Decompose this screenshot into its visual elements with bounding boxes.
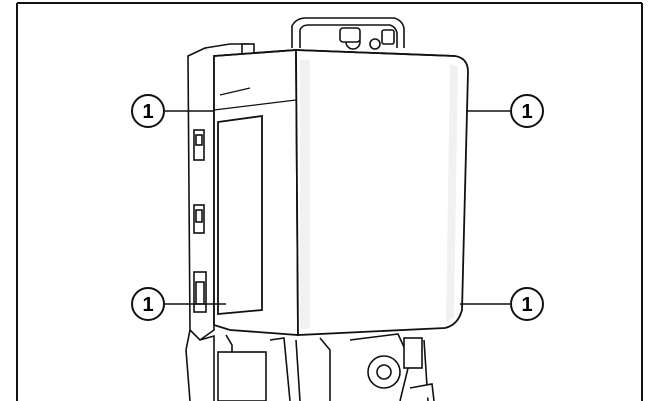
callout-label: 1 xyxy=(521,294,532,316)
callout-circle xyxy=(131,287,165,321)
callout-label: 1 xyxy=(142,101,153,123)
callout-bottom-right: 1 xyxy=(460,287,544,321)
callout-circle xyxy=(510,287,544,321)
lower-mechanics xyxy=(185,329,435,401)
callout-bottom-left: 1 xyxy=(131,287,226,321)
cover-housing xyxy=(213,49,469,336)
callout-label: 1 xyxy=(521,101,532,123)
callout-circle xyxy=(131,94,165,128)
figure-frame xyxy=(16,2,643,401)
callout-top-left: 1 xyxy=(131,94,214,128)
callout-circle xyxy=(510,94,544,128)
callout-top-right: 1 xyxy=(466,94,544,128)
callout-label: 1 xyxy=(142,294,153,316)
top-handle xyxy=(291,17,405,50)
